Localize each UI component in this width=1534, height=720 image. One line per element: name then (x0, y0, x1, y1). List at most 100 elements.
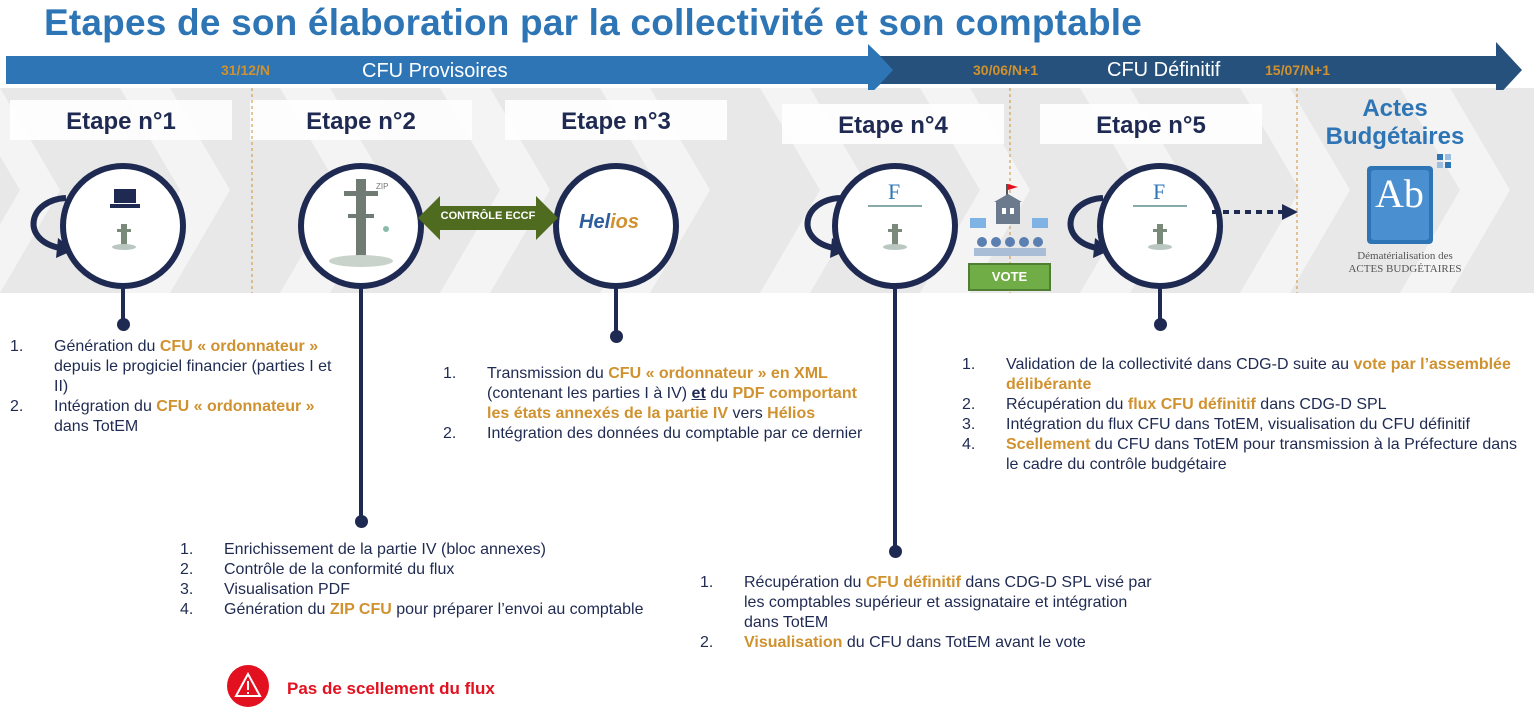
list-item-text-part: CFU « ordonnateur » (159, 338, 319, 355)
connector-dot (610, 330, 623, 343)
connector-line (121, 288, 125, 324)
date-31-12: 31/12/N (221, 62, 271, 78)
list-item-text: Enrichissement de la partie IV (bloc ann… (224, 540, 650, 560)
step-1-list: 1. Génération du CFU « ordonnateur » depu… (10, 337, 344, 437)
step-5-circle: F (1097, 163, 1223, 289)
date-30-06: 30/06/N+1 (973, 62, 1038, 78)
svg-text:F: F (888, 179, 900, 204)
phase-provisoire: CFU Provisoires (362, 60, 508, 82)
step-2-circle: ZIP (298, 163, 424, 289)
connector-dot (355, 515, 368, 528)
date-15-07: 15/07/N+1 (1265, 62, 1330, 78)
list-item-text-part: et (691, 385, 706, 402)
list-item-number: 2. (10, 398, 24, 415)
actes-caption-line2: ACTES BUDGÉTAIRES (1348, 263, 1462, 275)
list-item-text-part: Génération du (54, 338, 160, 355)
list-item: 1. Génération du CFU « ordonnateur » depu… (10, 337, 344, 397)
controle-label: CONTRÔLE ECCF (440, 210, 536, 222)
connector-line (1158, 288, 1162, 324)
list-item: 3. Visualisation PDF (180, 580, 650, 600)
list-item-text-part: Enrichissement de la partie IV (bloc ann… (224, 541, 546, 558)
list-item: 2.Intégration du CFU « ordonnateur » dan… (10, 397, 344, 437)
list-item-number: 1. (443, 365, 457, 382)
list-item: 2. Contrôle de la conformité du flux (180, 560, 650, 580)
list-item-text-part: pour préparer l’envoi au comptable (391, 601, 644, 618)
list-item-text-part: Scellement (1006, 436, 1091, 453)
step-4-list: 1.Récupération du CFU définitif dans CDG… (700, 573, 1160, 653)
list-item: 3. Intégration du flux CFU dans TotEM, vi… (962, 415, 1518, 435)
chevron-background (0, 88, 1510, 293)
list-item-number: 3. (180, 581, 194, 598)
list-item-text: Transmission du CFU « ordonnateur » en X… (487, 364, 871, 424)
warning-icon (227, 665, 269, 707)
list-item: 1.Récupération du CFU définitif dans CDG… (700, 573, 1160, 633)
list-item-text-part: flux CFU définitif (1127, 396, 1256, 413)
list-item-number: 1. (962, 356, 976, 373)
list-item-text: Génération du ZIP CFU pour préparer l’en… (224, 600, 650, 620)
list-item-number: 4. (962, 436, 976, 453)
vote-building-icon (970, 184, 1048, 256)
list-item-number: 2. (700, 634, 714, 651)
list-item: 1. Transmission du CFU « ordonnateur » en… (443, 364, 871, 424)
laptop-icon (110, 189, 140, 250)
helios-logo-part2: ios (610, 211, 640, 233)
connector-line (359, 288, 363, 520)
list-item-number: 2. (180, 561, 194, 578)
list-item-text-part: depuis le progiciel financier (parties I… (54, 358, 332, 395)
list-item-text: Validation de la collectivité dans CDG-D… (1006, 355, 1518, 395)
list-item-text: Intégration des données du comptable par… (487, 424, 871, 444)
warning-text: Pas de scellement du flux (287, 679, 495, 698)
list-item-text-part: Récupération du (744, 574, 866, 591)
actes-title: Actes Budgétaires (1310, 95, 1480, 151)
list-item-text: Contrôle de la conformité du flux (224, 560, 650, 580)
timeline-arrow (6, 42, 1522, 90)
list-item-number: 2. (443, 425, 457, 442)
list-item-text-part: vote par l’assemblée délibérante (1006, 356, 1511, 393)
list-item-text-part: Intégration du flux CFU dans TotEM, visu… (1006, 416, 1470, 433)
vote-badge: VOTE (968, 263, 1051, 291)
list-item-text: Génération du CFU « ordonnateur » depuis… (54, 337, 344, 397)
list-item-text-part: dans TotEM (54, 418, 139, 435)
dgfip-logo-icon: F (868, 179, 922, 250)
step-4-title: Etape n°4 (838, 112, 948, 139)
connector-line (893, 288, 897, 550)
list-item-text-part: Contrôle de la conformité du flux (224, 561, 455, 578)
list-item-text: Visualisation PDF (224, 580, 650, 600)
list-item-text-part: dans CDG-D SPL visé par les comptables s… (744, 574, 1152, 631)
totem-icon (112, 224, 136, 250)
list-item-text: Récupération du CFU définitif dans CDG-D… (744, 573, 1160, 633)
list-item-text-part: vers (728, 405, 768, 422)
actes-caption: Dématérialisation des ACTES BUDGÉTAIRES (1320, 250, 1490, 276)
actes-title-line2: Budgétaires (1325, 123, 1465, 150)
list-item-text-part: Transmission du (487, 365, 609, 382)
list-item-text: Récupération du flux CFU définitif dans … (1006, 395, 1518, 415)
step-1-title: Etape n°1 (66, 108, 176, 135)
step-2-title: Etape n°2 (306, 108, 416, 135)
list-item-number: 1. (180, 541, 194, 558)
actes-ab-logo-text: Ab (1375, 171, 1424, 216)
list-item-text-part: du CFU dans TotEM pour transmission à la… (1006, 436, 1518, 473)
list-item-number: 1. (10, 338, 24, 355)
list-item: 2. Visualisation du CFU dans TotEM avant … (700, 633, 1160, 653)
helios-logo: Helios (579, 211, 639, 234)
list-item-text-part: dans CDG-D SPL (1255, 396, 1387, 413)
list-item-text-part: du CFU dans TotEM avant le vote (842, 634, 1086, 651)
connector-line (614, 288, 618, 336)
page-title: Etapes de son élaboration par la collect… (44, 2, 1143, 43)
connector-dot (117, 318, 130, 331)
list-item-text-part: Validation de la collectivité dans CDG-D… (1006, 356, 1354, 373)
list-item: 1. Enrichissement de la partie IV (bloc a… (180, 540, 650, 560)
list-item-number: 3. (962, 416, 976, 433)
actes-caption-line1: Dématérialisation des (1357, 250, 1453, 262)
list-item-text-part: du (705, 385, 733, 402)
list-item-text: Visualisation du CFU dans TotEM avant le… (744, 633, 1160, 653)
dgfip-logo-icon: F (1133, 179, 1187, 250)
list-item: 4. Génération du ZIP CFU pour préparer l’… (180, 600, 650, 620)
step-3-list: 1. Transmission du CFU « ordonnateur » en… (443, 364, 871, 444)
list-item-text-part: Génération du (224, 601, 330, 618)
list-item-text: Scellement du CFU dans TotEM pour transm… (1006, 435, 1518, 475)
controle-double-arrow (418, 196, 558, 240)
list-item-number: 4. (180, 601, 194, 618)
step-3-title: Etape n°3 (561, 108, 671, 135)
list-item-text-part: Hélios (767, 405, 816, 422)
